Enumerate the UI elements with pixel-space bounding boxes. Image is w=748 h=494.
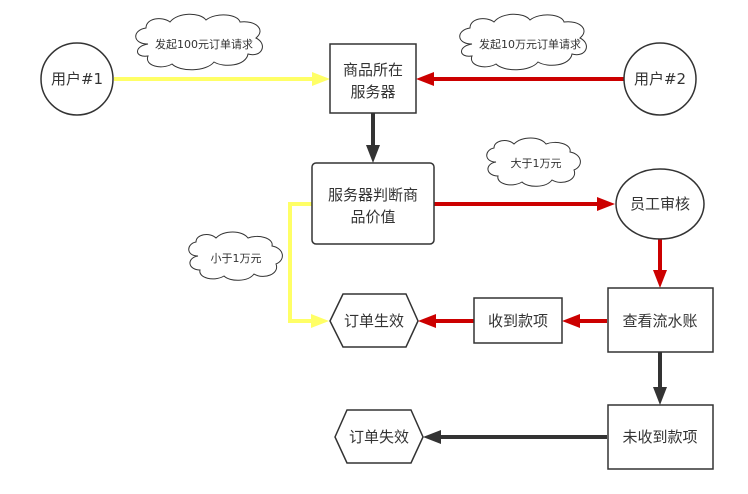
node-label: 订单失效 [349, 428, 409, 446]
node-server[interactable]: 商品所在 服务器 [329, 43, 417, 114]
arrowhead-icon [597, 197, 615, 211]
cloud-shape [459, 13, 587, 71]
node-label: 订单生效 [344, 312, 404, 330]
node-label: 查看流水账 [622, 312, 697, 330]
arrowhead-icon [312, 72, 330, 86]
edges [114, 72, 667, 444]
note-cloud-req10w: 发起10万元订单请求 [459, 13, 587, 71]
arrowhead-icon [423, 430, 441, 444]
node-order-invalid[interactable]: 订单失效 [334, 409, 424, 464]
edge-user2-to-server[interactable] [416, 72, 624, 86]
node-not-received[interactable]: 未收到款项 [607, 404, 714, 470]
node-ledger[interactable]: 查看流水账 [607, 287, 714, 353]
node-judge[interactable]: 服务器判断商 品价值 [311, 162, 435, 245]
arrowhead-icon [366, 145, 380, 163]
node-label-line-1: 商品所在 [343, 61, 403, 79]
node-label-line-2: 服务器 [350, 83, 395, 101]
arrowhead-icon [653, 387, 667, 405]
note-text: 发起10万元订单请求 [479, 37, 581, 51]
arrowhead-icon [562, 314, 580, 328]
node-review[interactable]: 员工审核 [615, 168, 705, 240]
edge-received-to-order-valid[interactable] [418, 314, 474, 328]
cloud-shape [135, 13, 263, 71]
note-cloud-req100: 发起100元订单请求 [135, 13, 263, 71]
cloud-shape [486, 137, 581, 187]
arrowhead-icon [416, 72, 434, 86]
node-label-line-1: 服务器判断商 [328, 186, 418, 204]
node-label: 未收到款项 [622, 428, 697, 446]
edge-judge-to-review[interactable] [434, 197, 615, 211]
arrowhead-icon [653, 270, 667, 288]
node-label: 员工审核 [630, 195, 690, 213]
edge-ledger-to-received[interactable] [562, 314, 607, 328]
node-order-valid[interactable]: 订单生效 [329, 293, 419, 348]
note-cloud-lt1w: 小于1万元 [188, 231, 283, 281]
node-user1[interactable]: 用户#1 [40, 42, 114, 116]
edge-server-to-judge[interactable] [366, 113, 380, 163]
node-received[interactable]: 收到款项 [473, 297, 563, 344]
edge-judge-to-order-valid[interactable] [288, 202, 329, 328]
arrowhead-icon [418, 314, 436, 328]
node-label: 收到款项 [488, 312, 548, 330]
note-text: 大于1万元 [511, 156, 562, 170]
node-label: 用户#1 [51, 70, 103, 88]
node-label: 用户#2 [634, 70, 686, 88]
edge-not-received-to-order-invalid[interactable] [423, 430, 607, 444]
cloud-shape [188, 231, 283, 281]
node-label-line-2: 品价值 [350, 208, 395, 226]
note-text: 小于1万元 [211, 252, 262, 265]
note-text: 发起100元订单请求 [155, 37, 253, 51]
edge-review-to-ledger[interactable] [653, 239, 667, 288]
edge-user1-to-server[interactable] [114, 72, 330, 86]
edge-ledger-to-not-received[interactable] [653, 352, 667, 405]
note-cloud-gt1w: 大于1万元 [486, 137, 581, 187]
node-user2[interactable]: 用户#2 [623, 42, 697, 116]
arrowhead-icon [311, 314, 329, 328]
